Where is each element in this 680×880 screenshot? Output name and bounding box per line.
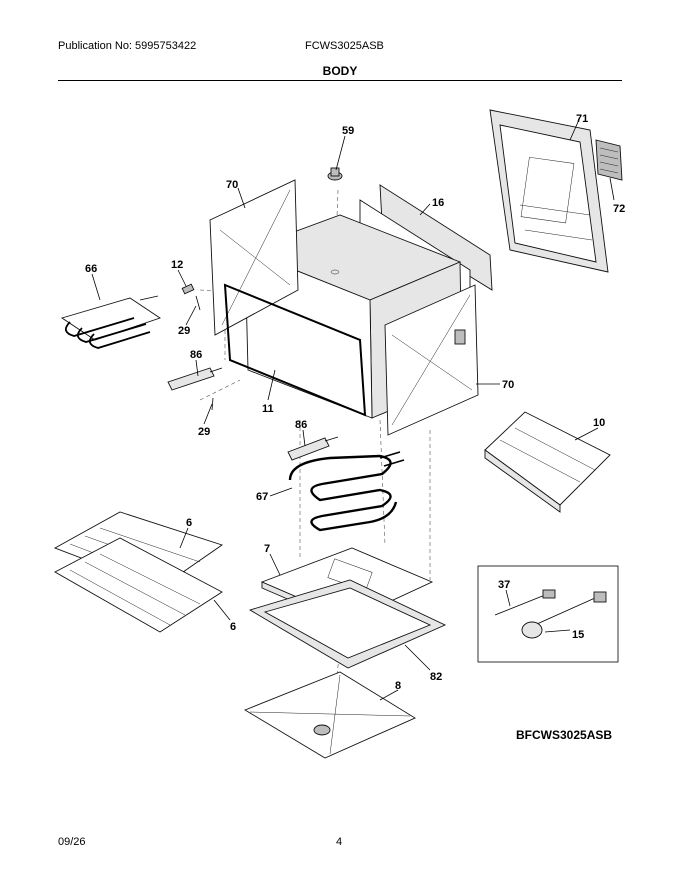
callout-29-lower: 29: [198, 426, 210, 438]
door-gasket-11: [223, 283, 367, 417]
callout-6-lower: 6: [230, 621, 236, 633]
callout-12: 12: [171, 259, 183, 271]
callout-70-right: 70: [502, 379, 514, 391]
side-frame-70-left: [209, 179, 299, 336]
callout-66: 66: [85, 263, 97, 275]
callout-86-upper: 86: [190, 349, 202, 361]
bottom-cover-8: [243, 671, 416, 759]
sensor-59: [327, 167, 343, 181]
drawer-frame-10: [484, 411, 611, 513]
callout-37: 37: [498, 579, 510, 591]
callout-72: 72: [613, 203, 625, 215]
callout-59: 59: [342, 125, 354, 137]
callout-29-upper: 29: [178, 325, 190, 337]
page-number: 4: [336, 836, 343, 848]
callout-15: 15: [572, 629, 584, 641]
vent-grille-72: [595, 139, 623, 181]
footer-date: 09/26: [58, 836, 86, 848]
diagram-code: BFCWS3025ASB: [516, 728, 613, 742]
leader-lines: [91, 121, 615, 701]
publication-number: Publication No: 5995753422: [58, 40, 197, 52]
lower-frame-82: [248, 579, 447, 669]
broil-element-66: [60, 295, 162, 349]
section-title: BODY: [322, 64, 358, 78]
callout-8: 8: [395, 680, 401, 692]
callout-10: 10: [593, 417, 605, 429]
callout-71: 71: [576, 113, 588, 125]
back-panel-71: [489, 109, 609, 273]
callout-6-upper: 6: [186, 517, 192, 529]
callout-70-upper: 70: [226, 179, 238, 191]
callout-16: 16: [432, 197, 444, 209]
small-fasteners: [181, 283, 214, 411]
inset-box: [477, 565, 619, 663]
receptacle-86-upper: [167, 367, 223, 391]
bake-element-67: [288, 451, 405, 532]
callout-67: 67: [256, 491, 268, 503]
callout-82: 82: [430, 671, 442, 683]
callout-86-lower: 86: [295, 419, 307, 431]
oven-rack-6-lower: [54, 537, 223, 633]
model-number: FCWS3025ASB: [305, 40, 384, 52]
header-rule: [58, 80, 622, 81]
receptacle-86-lower: [287, 436, 339, 461]
callout-11: 11: [262, 403, 274, 415]
side-frame-70-right: [384, 284, 479, 436]
callout-7: 7: [264, 543, 270, 555]
